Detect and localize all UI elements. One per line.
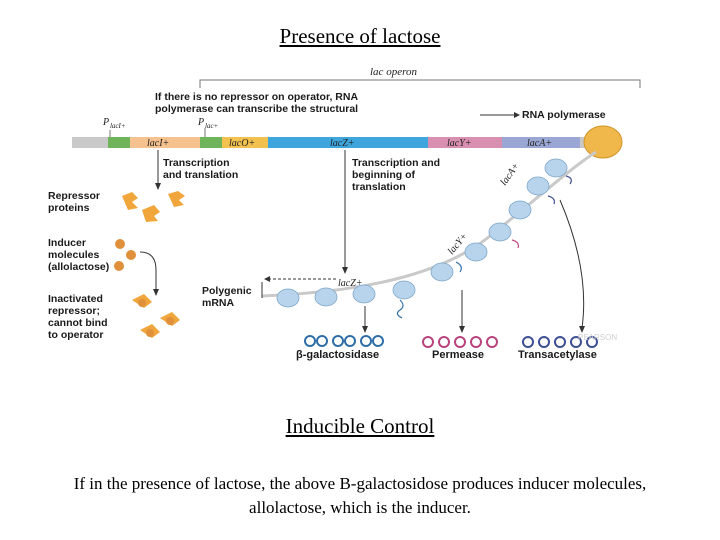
repressor-proteins-line2: proteins <box>48 202 90 214</box>
gene-lacy-region <box>428 137 502 148</box>
page-title: Presence of lactose <box>279 24 441 48</box>
rna-polymerase <box>583 125 623 159</box>
inducer-molecules-line2: molecules <box>48 249 100 261</box>
inactivated-repressors <box>132 294 180 338</box>
gene-laco-region <box>222 137 268 148</box>
transcription-beginning-line2: beginning of <box>352 169 415 181</box>
svg-text:lacI+: lacI+ <box>110 122 126 130</box>
gene-laci-label: lacI+ <box>147 138 169 149</box>
gene-lacz-region <box>268 137 428 148</box>
beta-galactosidase-cluster <box>304 335 384 347</box>
inducer-molecules-line3: (allolactose) <box>48 261 109 273</box>
product-beta-galactosidase-label: β-galactosidase <box>296 349 379 361</box>
gene-laci-block <box>108 137 130 148</box>
inactivated-repressor-line4: to operator <box>48 329 103 341</box>
inactivated-repressor-line2: repressor; <box>48 305 100 317</box>
inducer-molecules-line1: Inducer <box>48 237 86 249</box>
transcription-translation-line2: and translation <box>163 169 238 181</box>
promoter-laci-label: P lacI+ <box>102 117 126 130</box>
inducer-molecules <box>114 239 136 271</box>
repressor-proteins-line1: Repressor <box>48 190 100 202</box>
mrna-laca-label: lacA+ <box>498 161 521 188</box>
inactivated-repressor-line3: cannot bind <box>48 317 108 329</box>
gene-laco-label: lacO+ <box>229 138 255 149</box>
no-repressor-note-line1: If there is no repressor on operator, RN… <box>155 91 358 103</box>
product-transacetylase-label: Transacetylase <box>518 349 597 361</box>
transacetylase-cluster <box>522 336 598 348</box>
no-repressor-note-line2: polymerase can transcribe the structural <box>155 103 358 115</box>
permease-cluster <box>422 336 498 348</box>
svg-text:P: P <box>197 117 204 128</box>
inactivated-repressor-line1: Inactivated <box>48 293 103 305</box>
product-permease-label: Permease <box>432 349 484 361</box>
polygenic-mrna-strand <box>261 150 597 298</box>
dna-strand <box>72 137 620 148</box>
svg-text:lac+: lac+ <box>205 122 219 130</box>
ribosomes <box>276 158 568 308</box>
transcription-beginning-line3: translation <box>352 181 406 193</box>
caption-text: If in the presence of lactose, the above… <box>73 474 647 517</box>
transcription-translation-line1: Transcription <box>163 157 230 169</box>
svg-text:P: P <box>102 117 109 128</box>
publisher-watermark: PEARSON <box>578 333 617 342</box>
nascent-peptides <box>396 175 572 319</box>
mrna-lacz-label: lacZ+ <box>338 278 363 289</box>
polygenic-mrna-line2: mRNA <box>202 297 235 309</box>
polygenic-mrna-line1: Polygenic <box>202 285 252 297</box>
repressor-proteins <box>122 191 185 222</box>
promoter-lac-block <box>200 137 222 148</box>
transcription-beginning-line1: Transcription and <box>352 157 440 169</box>
operon-bracket <box>199 79 641 88</box>
operon-label: lac operon <box>370 66 417 78</box>
gene-laca-region <box>502 137 580 148</box>
gene-laca-label: lacA+ <box>527 138 552 149</box>
lac-operon-diagram: lac operon If there is no repressor on o… <box>48 66 641 361</box>
section-title: Inducible Control <box>285 414 435 438</box>
rna-polymerase-label: RNA polymerase <box>522 109 606 121</box>
gene-lacy-label: lacY+ <box>447 138 472 149</box>
gene-lacz-label: lacZ+ <box>330 138 355 149</box>
gene-laci-region <box>130 137 200 148</box>
promoter-lac-label: P lac+ <box>197 117 219 130</box>
